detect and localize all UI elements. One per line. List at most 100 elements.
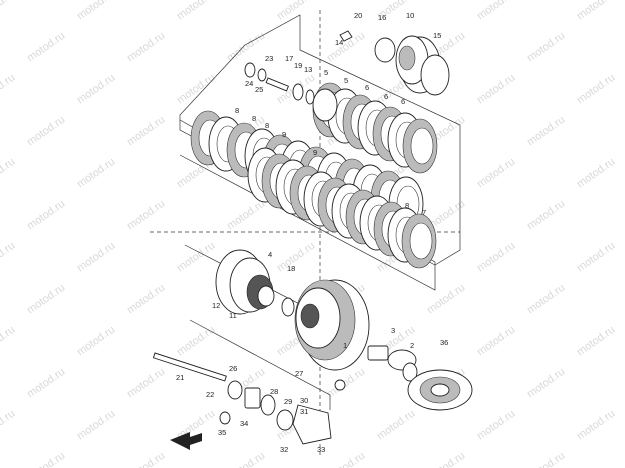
callout-31: 31 bbox=[300, 407, 308, 416]
watermark-text: motod.ru bbox=[75, 0, 117, 22]
callout-29: 29 bbox=[284, 397, 292, 406]
callout-23: 23 bbox=[265, 54, 273, 63]
watermark-text: motod.ru bbox=[575, 0, 617, 22]
callout-15: 15 bbox=[433, 31, 441, 40]
callout-24: 24 bbox=[245, 79, 253, 88]
callout-6b: 6 bbox=[384, 92, 388, 101]
watermark-text: motod.ru bbox=[575, 156, 617, 191]
watermark-text: motod.ru bbox=[175, 324, 217, 359]
watermark-text: motod.ru bbox=[75, 240, 117, 275]
callout-9b: 9 bbox=[313, 148, 317, 157]
watermark-text: motod.ru bbox=[275, 240, 317, 275]
callout-8a: 8 bbox=[235, 106, 239, 115]
starter-clutch-gear bbox=[407, 369, 473, 411]
watermark-text: motod.ru bbox=[525, 450, 567, 468]
callout-30: 30 bbox=[300, 396, 308, 405]
watermark-text: motod.ru bbox=[0, 0, 17, 22]
callout-19: 19 bbox=[294, 61, 302, 70]
release-mechanism bbox=[152, 352, 346, 445]
callout-34: 34 bbox=[240, 419, 248, 428]
watermark-text: motod.ru bbox=[25, 198, 67, 233]
callout-36: 36 bbox=[440, 338, 448, 347]
watermark-text: motod.ru bbox=[225, 198, 267, 233]
callout-12: 12 bbox=[212, 301, 220, 310]
callout-8b: 8 bbox=[252, 114, 256, 123]
watermark-text: motod.ru bbox=[575, 240, 617, 275]
callout-3: 3 bbox=[391, 326, 395, 335]
watermark-text: motod.ru bbox=[225, 30, 267, 65]
callout-32: 32 bbox=[280, 445, 288, 454]
callout-4: 4 bbox=[268, 250, 272, 259]
watermark-text: motod.ru bbox=[25, 450, 67, 468]
watermark-text: motod.ru bbox=[25, 282, 67, 317]
watermark-text: motod.ru bbox=[75, 72, 117, 107]
pressure-plate-group bbox=[339, 30, 450, 96]
callout-14: 14 bbox=[335, 38, 343, 47]
watermark-text: motod.ru bbox=[475, 156, 517, 191]
watermark-text: motod.ru bbox=[575, 72, 617, 107]
watermark-text: motod.ru bbox=[175, 72, 217, 107]
callout-11: 11 bbox=[229, 311, 237, 320]
callout-6a: 6 bbox=[365, 83, 369, 92]
watermark-text: motod.ru bbox=[125, 114, 167, 149]
watermark-text: motod.ru bbox=[525, 198, 567, 233]
callout-18: 18 bbox=[287, 264, 295, 273]
bearing-spacer bbox=[367, 345, 418, 382]
clutch-plates-stack bbox=[190, 82, 438, 269]
callout-26: 26 bbox=[229, 364, 237, 373]
watermark-text: motod.ru bbox=[575, 408, 617, 443]
callout-22: 22 bbox=[206, 390, 214, 399]
callout-9a: 9 bbox=[282, 130, 286, 139]
watermark-text: motod.ru bbox=[125, 366, 167, 401]
callout-5a: 5 bbox=[324, 68, 328, 77]
clutch-housing bbox=[294, 279, 370, 371]
watermark-text: motod.ru bbox=[125, 282, 167, 317]
callout-8c: 8 bbox=[265, 121, 269, 130]
callout-2: 2 bbox=[410, 341, 414, 350]
callout-labels: 1 2 3 4 5 5 6 6 6 7 8 8 8 8 9 9 10 11 12… bbox=[176, 11, 448, 454]
callout-27: 27 bbox=[295, 369, 303, 378]
watermark-text: motod.ru bbox=[525, 282, 567, 317]
primary-driven-gear bbox=[215, 249, 295, 317]
watermark-text: motod.ru bbox=[75, 408, 117, 443]
callout-21: 21 bbox=[176, 373, 184, 382]
watermark-text: motod.ru bbox=[125, 30, 167, 65]
callout-7: 7 bbox=[422, 208, 426, 217]
watermark-text: motod.ru bbox=[25, 114, 67, 149]
callout-28: 28 bbox=[270, 387, 278, 396]
watermark-text: motod.ru bbox=[475, 72, 517, 107]
watermark-text: motod.ru bbox=[125, 198, 167, 233]
watermark-text: motod.ru bbox=[0, 156, 17, 191]
callout-10: 10 bbox=[406, 11, 414, 20]
watermark-text: motod.ru bbox=[525, 114, 567, 149]
watermark-text: motod.ru bbox=[525, 30, 567, 65]
callout-13: 13 bbox=[304, 65, 312, 74]
watermark-text: motod.ru bbox=[475, 240, 517, 275]
callout-1: 1 bbox=[343, 341, 347, 350]
watermark-text: motod.ru bbox=[575, 324, 617, 359]
watermark-text: motod.ru bbox=[125, 450, 167, 468]
watermark-text: motod.ru bbox=[475, 324, 517, 359]
callout-25: 25 bbox=[255, 85, 263, 94]
callout-17: 17 bbox=[285, 54, 293, 63]
watermark-text: motod.ru bbox=[425, 450, 467, 468]
watermark-text: motod.ru bbox=[475, 0, 517, 22]
callout-5b: 5 bbox=[344, 76, 348, 85]
watermark-text: motod.ru bbox=[275, 0, 317, 22]
watermark-text: motod.ru bbox=[475, 408, 517, 443]
push-rod-group bbox=[244, 62, 338, 122]
plate-bore bbox=[410, 127, 434, 165]
watermark-text: motod.ru bbox=[25, 30, 67, 65]
watermark-text: motod.ru bbox=[375, 408, 417, 443]
watermark-text: motod.ru bbox=[325, 450, 367, 468]
watermark-text: motod.ru bbox=[25, 366, 67, 401]
watermark-text: motod.ru bbox=[525, 366, 567, 401]
watermark-text: motod.ru bbox=[0, 72, 17, 107]
watermark-text: motod.ru bbox=[425, 282, 467, 317]
callout-6c: 6 bbox=[401, 97, 405, 106]
watermark-text: motod.ru bbox=[75, 324, 117, 359]
callout-16: 16 bbox=[378, 13, 386, 22]
